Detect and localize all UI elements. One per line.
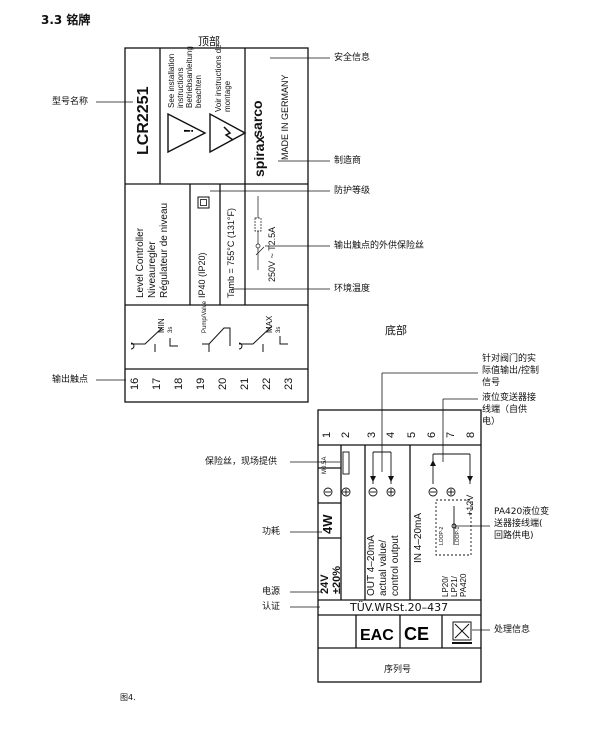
callout-valve-output-2: 际值输出/控制 bbox=[482, 366, 540, 376]
callout-fuse-external: 输出触点的外供保险丝 bbox=[334, 241, 425, 251]
callout-disposal: 处理信息 bbox=[494, 625, 531, 635]
top-view-heading: 顶部 bbox=[198, 35, 220, 48]
callout-ambient-temp: 环境温度 bbox=[334, 284, 371, 294]
certification-value: TÜV.WRSt.20–437 bbox=[350, 601, 449, 614]
callout-fuse-field: 保险丝，现场提供 bbox=[205, 457, 278, 467]
svg-text:!: ! bbox=[181, 129, 196, 133]
callout-pa420-3: 回路供电) bbox=[494, 531, 534, 541]
callout-valve-output-1: 针对阀门的实 bbox=[482, 354, 537, 364]
callout-valve-output-3: 信号 bbox=[482, 378, 501, 388]
callout-transmitter-1: 液位变送器接 bbox=[482, 393, 537, 403]
callout-certification: 认证 bbox=[262, 602, 281, 612]
callout-manufacturer: 制造商 bbox=[334, 156, 362, 166]
callout-power-consumption: 功耗 bbox=[262, 527, 281, 537]
section-title: 3.3 铭牌 bbox=[41, 13, 91, 27]
callout-pa420-2: 送器接线端( bbox=[494, 519, 543, 529]
callout-transmitter-2: 线端（自供 bbox=[482, 405, 528, 415]
callout-transmitter-3: 电） bbox=[482, 417, 501, 427]
ce-mark: CE bbox=[404, 624, 429, 644]
bottom-view-heading: 底部 bbox=[385, 324, 407, 337]
callout-model-name: 型号名称 bbox=[52, 97, 89, 107]
callout-safety: 安全信息 bbox=[334, 53, 371, 63]
callout-output-contacts: 输出触点 bbox=[52, 375, 89, 385]
callout-protection-class: 防护等级 bbox=[334, 186, 371, 196]
callout-power-supply: 电源 bbox=[262, 587, 281, 597]
eac-mark: EAC bbox=[360, 627, 394, 644]
figure-caption: 图4. bbox=[120, 693, 136, 702]
serial-number: 序列号 bbox=[384, 665, 412, 675]
callout-pa420-1: PA420液位变 bbox=[494, 507, 550, 517]
